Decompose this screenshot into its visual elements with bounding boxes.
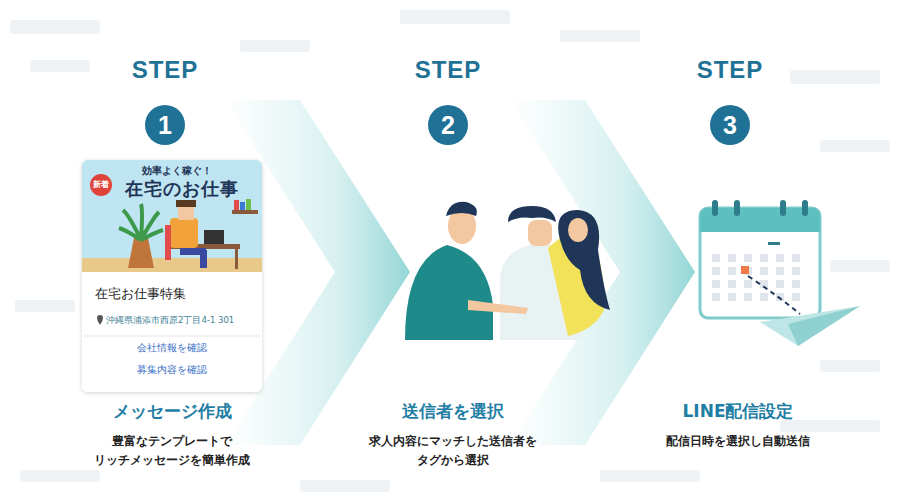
link-text: 会社情報を確認 [82,342,262,353]
banner-bg [82,160,262,272]
card-title: 在宅お仕事特集 [95,286,255,302]
step-label: STEP [378,56,518,84]
step-description: 豊富なテンプレートで リッチメッセージを簡単作成 [57,432,287,470]
calendar-illustration [700,200,860,346]
step-number-circle: 3 [710,105,750,145]
step-number: 2 [441,111,455,140]
step-heading: メッセージ作成 [72,400,272,423]
divider [84,336,260,337]
step-label: STEP [660,56,800,84]
message-card: 在宅お仕事特集沖縄県浦添市西原2丁目4-1 301 会社情報を確認募集内容を確認 新… [82,160,262,392]
step-label: STEP [95,56,235,84]
people-illustration [405,202,610,340]
banner-title: 在宅のお仕事 [112,178,252,200]
link-text: 募集内容を確認 [82,364,262,375]
step-heading: 送信者を選択 [353,400,553,423]
pin-icon [97,315,103,325]
banner-illustration [119,199,258,269]
step-number: 3 [723,111,737,140]
card-bg [82,160,262,392]
step-description: 求人内容にマッチした送信者を タグから選択 [333,432,573,470]
step-number-circle: 2 [428,105,468,145]
step-number-circle: 1 [145,105,185,145]
banner-sub: 効率よく稼ぐ！ [112,165,242,177]
address: 沖縄県浦添市西原2丁目4-1 301 [106,315,258,325]
step-number: 1 [158,111,172,140]
banner: 新着効率よく稼ぐ！在宅のお仕事 [82,160,262,272]
step-description: 配信日時を選択し自動送信 [623,432,853,451]
step-heading: LINE配信設定 [638,400,838,423]
new-badge: 新着 [90,174,112,196]
faint-pattern [10,10,890,492]
